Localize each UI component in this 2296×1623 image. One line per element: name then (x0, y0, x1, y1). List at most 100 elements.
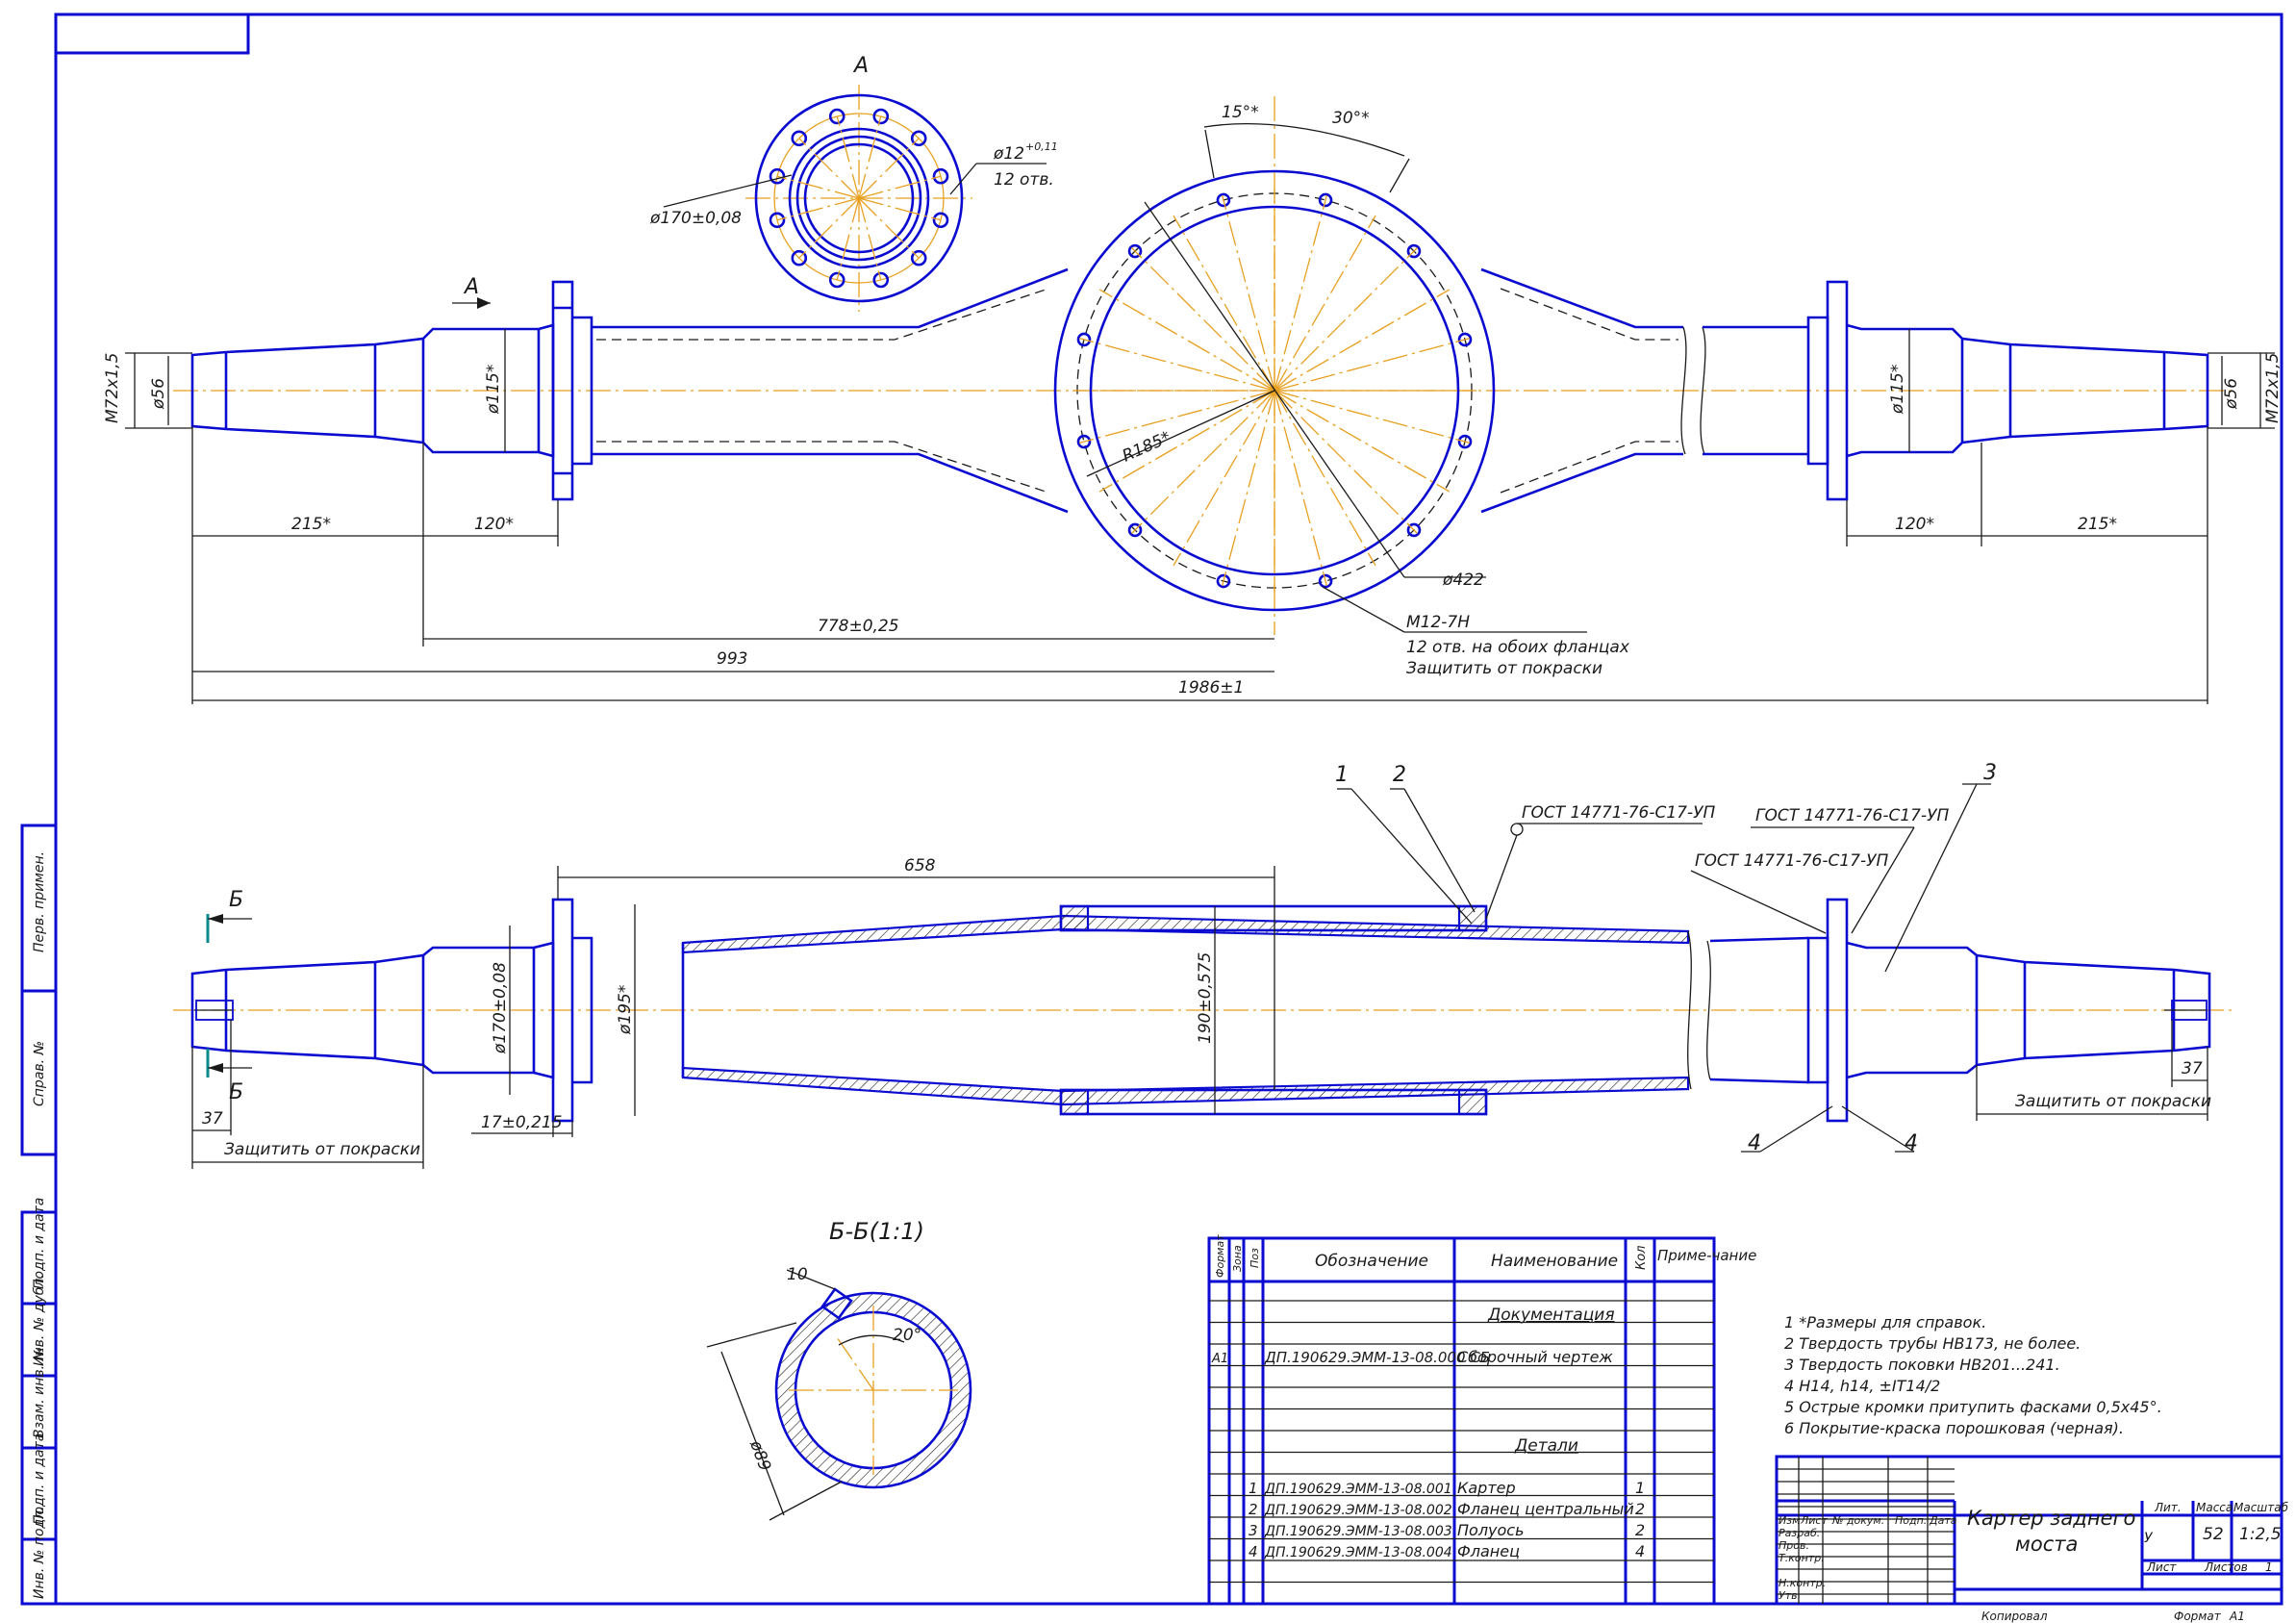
housing-bolt-hole (1457, 434, 1473, 449)
flange-hole (828, 271, 845, 289)
spec-section-parts: Детали (1514, 1436, 1578, 1456)
pos-2: 2 (1393, 763, 1406, 787)
spec-header-note: Приме-чание (1657, 1247, 1756, 1264)
spec-part-3-pos: 3 (1249, 1522, 1258, 1539)
housing-bolt-hole (1406, 522, 1422, 538)
gost-3: ГОСТ 14771-76-С17-УП (1695, 851, 1888, 871)
pos-4b: 4 (1905, 1131, 1918, 1155)
dim-1986: 1986±1 (1178, 678, 1244, 697)
tb-tkontr: Т.контр. (1779, 1552, 1825, 1564)
tb-sheet-label: Лист (2146, 1560, 2177, 1574)
dim-m12: М12-7Н (1406, 613, 1470, 632)
housing-bolt-hole (1318, 573, 1333, 589)
view-a-flange: А ø170±0,08 ø12 +0,11 12 отв. (649, 54, 1058, 312)
housing-bolt-hole (1318, 192, 1333, 208)
spec-part-3-designation: ДП.190629.ЭММ-13-08.003 (1264, 1524, 1452, 1539)
note-3: 3 Твердость поковки НВ201...241. (1784, 1356, 2060, 1374)
housing-bolt-hole (1127, 522, 1143, 538)
dim-dia115-right: ø115* (1888, 365, 1907, 415)
section-mark-bottom: Б (229, 1080, 243, 1104)
dim-658: 658 (904, 856, 936, 875)
dim-37-right: 37 (2182, 1059, 2203, 1078)
housing-bolt-hole (1127, 243, 1143, 259)
spec-section-docs: Документация (1487, 1306, 1615, 1325)
dim-angle-15: 15°* (1222, 103, 1259, 122)
stamp-inv-podl: Инв. № подл. (32, 1506, 47, 1599)
housing-bolt-hole (1457, 332, 1473, 347)
spec-header-format: Формат (1214, 1234, 1226, 1278)
flange-hole (828, 108, 845, 125)
top-view: А М72х1,5 ø56 ø115* ø115* ø56 М72х1,5 21… (103, 96, 2283, 704)
dim-thread-left: М72х1,5 (103, 353, 122, 423)
view-a-label: А (852, 54, 869, 78)
flange-hole (769, 167, 786, 185)
dim-dia56-right: ø56 (2222, 378, 2241, 410)
spec-part-2-designation: ДП.190629.ЭММ-13-08.002 (1264, 1503, 1452, 1518)
tb-lit-value: У (2144, 1531, 2154, 1546)
dim-dia195: ø195* (616, 985, 635, 1035)
spec-header-zone: Зона (1231, 1245, 1244, 1272)
dim-993: 993 (717, 649, 747, 669)
stamp-vzam-inv: Взам. инв. № (32, 1347, 47, 1438)
tb-list: Лист (1800, 1514, 1828, 1527)
dim-view-a-dia12: ø12 (993, 144, 1024, 164)
tb-lit-label: Лит. (2154, 1501, 2182, 1514)
dim-37-left: 37 (202, 1109, 223, 1128)
flange-hole (872, 108, 890, 125)
spec-part-3-name: Полуось (1457, 1521, 1525, 1539)
spec-doc-format: А1 (1211, 1352, 1228, 1366)
section-label: Б-Б(1:1) (829, 1218, 924, 1245)
tb-scale-value: 1:2,5 (2239, 1525, 2282, 1544)
note-protect-right: Защитить от покраски (2015, 1092, 2211, 1111)
spec-part-1-designation: ДП.190629.ЭММ-13-08.001 (1264, 1482, 1452, 1497)
spec-header-qty: Кол (1634, 1246, 1649, 1271)
flange-hole (791, 249, 808, 266)
note-6: 6 Покрытие-краска порошковая (черная). (1784, 1419, 2124, 1437)
tb-mass-label: Масса (2196, 1501, 2233, 1514)
pos-3: 3 (1983, 761, 1997, 785)
tb-utv: Утв. (1779, 1589, 1801, 1602)
tb-copied: Копировал (1981, 1610, 2048, 1623)
note-2: 2 Твердость трубы НВ173, не более. (1784, 1334, 2081, 1353)
tb-izm: Изм (1779, 1514, 1800, 1527)
dim-side-dia170: ø170±0,08 (491, 962, 510, 1054)
housing-bolt-hole (1076, 332, 1092, 347)
dim-angle-30: 30°* (1332, 109, 1370, 128)
tb-nkontr: Н.контр. (1779, 1577, 1826, 1589)
dim-17: 17±0,215 (481, 1113, 563, 1132)
tb-sign: Подп. (1895, 1514, 1927, 1527)
dim-778: 778±0,25 (818, 617, 899, 636)
dim-215-left: 215* (291, 515, 331, 534)
dim-view-a-dia170: ø170±0,08 (649, 209, 742, 228)
dim-190: 190±0,575 (1196, 952, 1215, 1044)
tb-scale-label: Масштаб (2233, 1501, 2289, 1514)
spec-header-name: Наименование (1491, 1252, 1618, 1271)
spec-part-2-pos: 2 (1249, 1501, 1258, 1518)
spec-part-4-designation: ДП.190629.ЭММ-13-08.004 (1264, 1545, 1452, 1560)
tb-title-line2: моста (2015, 1533, 2078, 1556)
dim-angle-20: 20° (893, 1326, 921, 1345)
flange-hole (910, 249, 927, 266)
gost-2: ГОСТ 14771-76-С17-УП (1755, 806, 1949, 825)
spec-part-2-name: Фланец центральный (1457, 1500, 1634, 1518)
tb-sheets-value: 1 (2265, 1560, 2273, 1574)
section-b-b: Б-Б(1:1) ø89 10 20° (706, 1218, 972, 1521)
tb-date: Дата (1929, 1514, 1957, 1527)
spec-header-pos: Поз (1249, 1248, 1261, 1268)
tb-doc-no: № докум. (1831, 1514, 1884, 1527)
spec-doc-designation: ДП.190629.ЭММ-13-08.000 СБ (1264, 1349, 1490, 1366)
note-5: 5 Острые кромки притупить фасками 0,5х45… (1784, 1398, 2162, 1416)
stamp-sprav: Справ. № (32, 1041, 47, 1106)
dim-dia115-left: ø115* (484, 365, 503, 415)
dim-120-right: 120* (1895, 515, 1934, 534)
dim-r185: R185* (1120, 428, 1173, 467)
dim-10: 10 (787, 1265, 808, 1284)
gost-1: ГОСТ 14771-76-С17-УП (1522, 803, 1715, 823)
spec-part-1-pos: 1 (1249, 1480, 1258, 1497)
drawing-frame (54, 13, 2283, 1606)
side-stamp: Перв. примен. Справ. № Подп. и дата Инв.… (20, 824, 58, 1606)
tb-razrab: Разраб. (1779, 1527, 1820, 1539)
housing-bolt-hole (1216, 573, 1231, 589)
stamp-inv-dubl: Инв. № дубл. (32, 1274, 47, 1366)
spec-part-1-qty: 1 (1635, 1479, 1645, 1497)
